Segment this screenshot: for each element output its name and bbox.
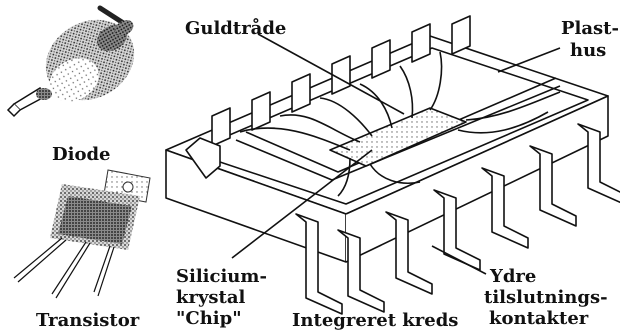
leader-plasthus [497, 47, 561, 73]
label-plasthus-line1: Plast- [561, 18, 619, 39]
leader-silicium [231, 149, 373, 259]
label-ydre-line3: kontakter [489, 308, 589, 329]
leader-guldtraade [257, 33, 405, 115]
label-plasthus-line2: hus [570, 40, 607, 61]
leader-lines [231, 33, 561, 275]
label-silicium-line1: Silicium- [176, 266, 267, 287]
leader-ydre [431, 245, 487, 275]
integrated-circuit-image [165, 15, 620, 315]
label-transistor: Transistor [36, 310, 140, 331]
label-silicium-line3: "Chip" [176, 308, 242, 329]
label-ydre-line2: tilslutnings- [484, 287, 608, 308]
label-diode: Diode [52, 144, 111, 165]
diode-image [6, 5, 135, 118]
transistor-image [13, 169, 151, 299]
label-silicium-line2: krystal [176, 287, 246, 308]
label-integreret-kreds: Integreret kreds [292, 310, 459, 331]
label-guldtraade: Guldtråde [185, 18, 287, 39]
label-ydre-line1: Ydre [490, 266, 537, 287]
